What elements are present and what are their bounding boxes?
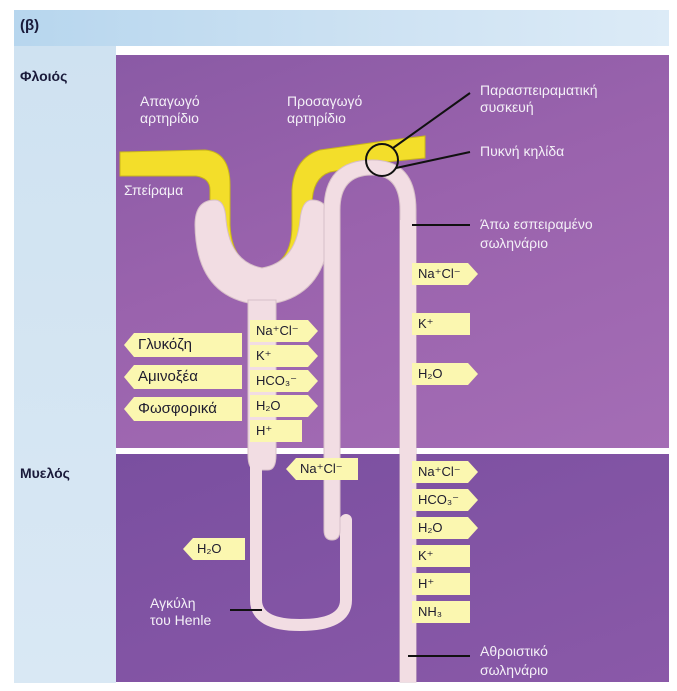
henle-label-1: Αγκύλη [150, 595, 196, 612]
juxtaglomerular-label-1: Παρασπειραματική [480, 82, 598, 99]
juxtaglomerular-label-2: συσκευή [480, 99, 534, 116]
henle-ascending-ion: Na⁺Cl⁻ [286, 458, 358, 480]
proximal-ion-3: HCO₃⁻ [250, 370, 318, 392]
efferent-label-2: αρτηρίδιο [140, 110, 199, 127]
proximal-ion-5: H⁺ [250, 420, 302, 442]
distal-tubule-label-2: σωληνάριο [480, 235, 548, 252]
distal-ion-1: Na⁺Cl⁻ [412, 263, 478, 285]
collecting-duct-label-2: σωληνάριο [480, 662, 548, 679]
distal-tubule-label-1: Άπω εσπειραμένο [480, 216, 593, 233]
reabsorbed-glucose: Γλυκόζη [124, 333, 242, 357]
collecting-ion-1: Na⁺Cl⁻ [412, 461, 478, 483]
reabsorbed-amino-acids: Αμινοξέα [124, 365, 242, 389]
henle-label-2: του Henle [150, 612, 211, 629]
reabsorbed-phosphates: Φωσφορικά [124, 397, 242, 421]
efferent-label-1: Απαγωγό [140, 93, 200, 110]
collecting-ion-5: H⁺ [412, 573, 470, 595]
glomerulus-label: Σπείραμα [124, 182, 183, 199]
collecting-ion-2: HCO₃⁻ [412, 489, 478, 511]
collecting-ion-6: NH₃ [412, 601, 470, 623]
proximal-ion-1: Na⁺Cl⁻ [250, 320, 318, 342]
leader-juxta [393, 93, 470, 148]
collecting-ion-3: H₂O [412, 517, 478, 539]
bowman-capsule [195, 200, 330, 305]
distal-ion-2: K⁺ [412, 313, 470, 335]
henle-descending-ion: H₂O [183, 538, 245, 560]
afferent-label-2: αρτηρίδιο [287, 110, 346, 127]
collecting-ion-4: K⁺ [412, 545, 470, 567]
proximal-ion-2: K⁺ [250, 345, 318, 367]
distal-ion-3: H₂O [412, 363, 478, 385]
collecting-duct-label-1: Αθροιστικό [480, 643, 548, 660]
afferent-label-1: Προσαγωγό [287, 93, 362, 110]
proximal-ion-4: H₂O [250, 395, 318, 417]
macula-densa-label: Πυκνή κηλίδα [480, 143, 564, 160]
